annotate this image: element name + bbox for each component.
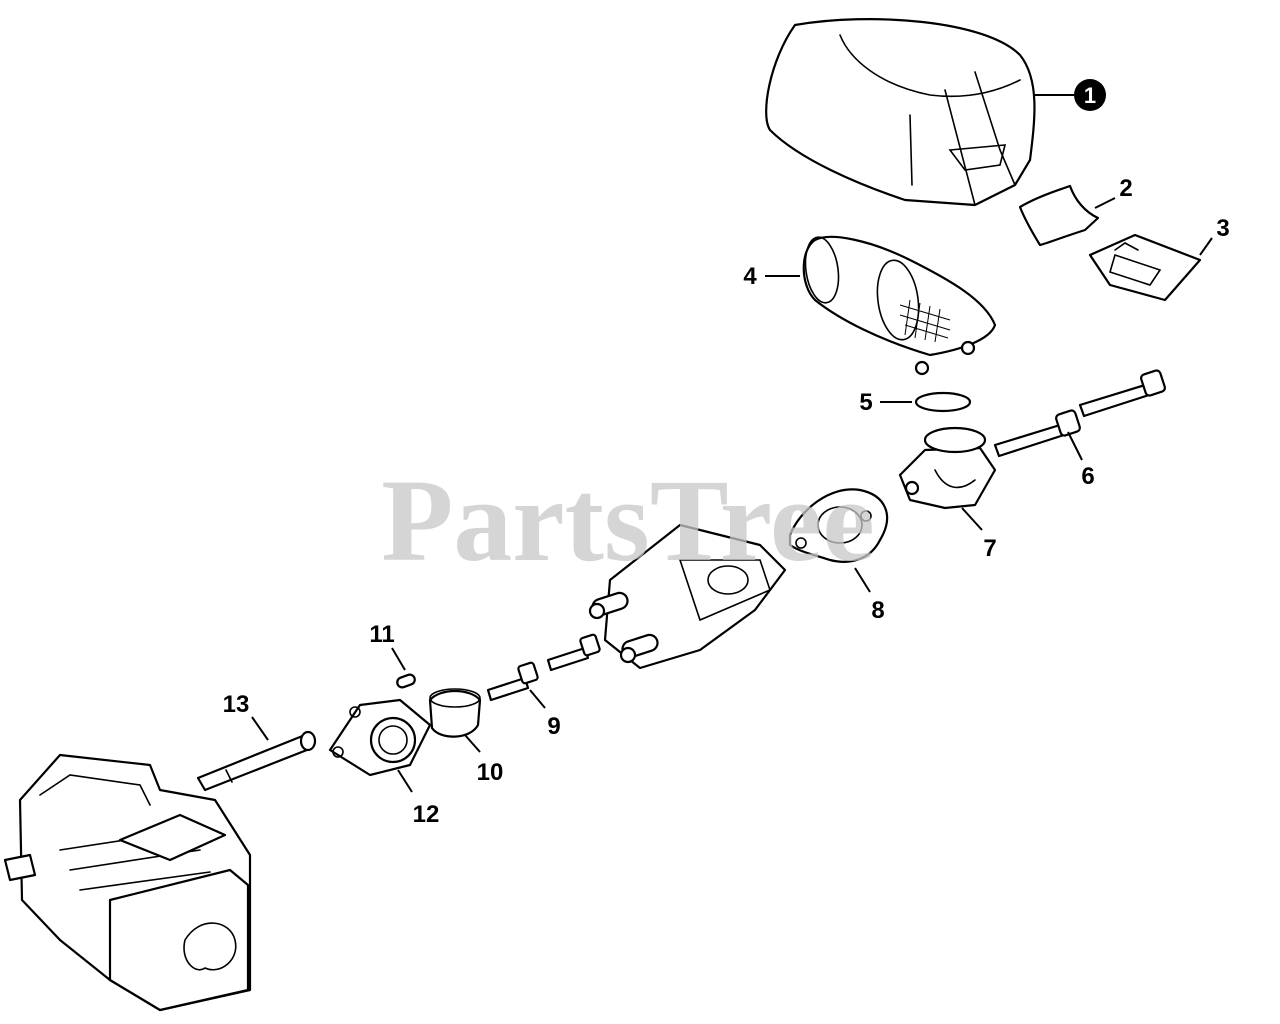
callout-1[interactable]: 1	[1035, 79, 1106, 111]
part-13-shaft[interactable]	[196, 730, 317, 792]
part-7-intake-elbow[interactable]	[898, 426, 997, 510]
part-1-air-cover[interactable]	[765, 18, 1036, 207]
callout-9[interactable]: 9	[529, 689, 561, 740]
part-6-bolts[interactable]	[993, 369, 1166, 458]
callout-7-label: 7	[983, 535, 996, 562]
callout-2[interactable]: 2	[1094, 175, 1133, 209]
part-4-mesh-filter[interactable]	[802, 235, 997, 376]
watermark-text: PartsTree	[381, 455, 875, 586]
callout-3-label: 3	[1216, 215, 1229, 242]
callout-4[interactable]: 4	[743, 263, 800, 290]
callout-5[interactable]: 5	[859, 389, 912, 416]
part-11-clip[interactable]	[396, 673, 416, 689]
callout-11-label: 11	[369, 621, 394, 648]
part-10-sleeve[interactable]	[428, 688, 482, 738]
callout-8-label: 8	[871, 597, 884, 624]
callout-8[interactable]: 8	[854, 567, 885, 624]
callout-6-label: 6	[1081, 463, 1094, 490]
callout-11[interactable]: 11	[369, 621, 406, 671]
callout-9-label: 9	[547, 713, 560, 740]
callout-7[interactable]: 7	[961, 507, 997, 562]
part-3-bracket[interactable]	[1088, 233, 1202, 302]
callout-6[interactable]: 6	[1067, 431, 1095, 490]
callout-4-label: 4	[743, 263, 757, 290]
callout-5-label: 5	[859, 389, 872, 416]
callout-2-label: 2	[1119, 175, 1132, 202]
callout-10-label: 10	[477, 759, 504, 786]
callout-3[interactable]: 3	[1199, 215, 1230, 256]
engine-cylinder[interactable]	[3, 753, 252, 1012]
part-12-flange[interactable]	[328, 698, 432, 777]
carburetor-body[interactable]	[588, 523, 787, 670]
callout-12-label: 12	[413, 801, 440, 828]
callout-1-label: 1	[1084, 83, 1096, 108]
part-5-o-ring[interactable]	[914, 391, 972, 413]
part-9-screws[interactable]	[486, 633, 601, 702]
part-8-gasket[interactable]	[788, 488, 889, 563]
callout-12[interactable]: 12	[397, 769, 440, 828]
callout-10[interactable]: 10	[464, 734, 504, 786]
callout-13[interactable]: 13	[223, 691, 269, 741]
callout-13-label: 13	[223, 691, 250, 718]
part-2-filter-sheet[interactable]	[1018, 184, 1100, 247]
